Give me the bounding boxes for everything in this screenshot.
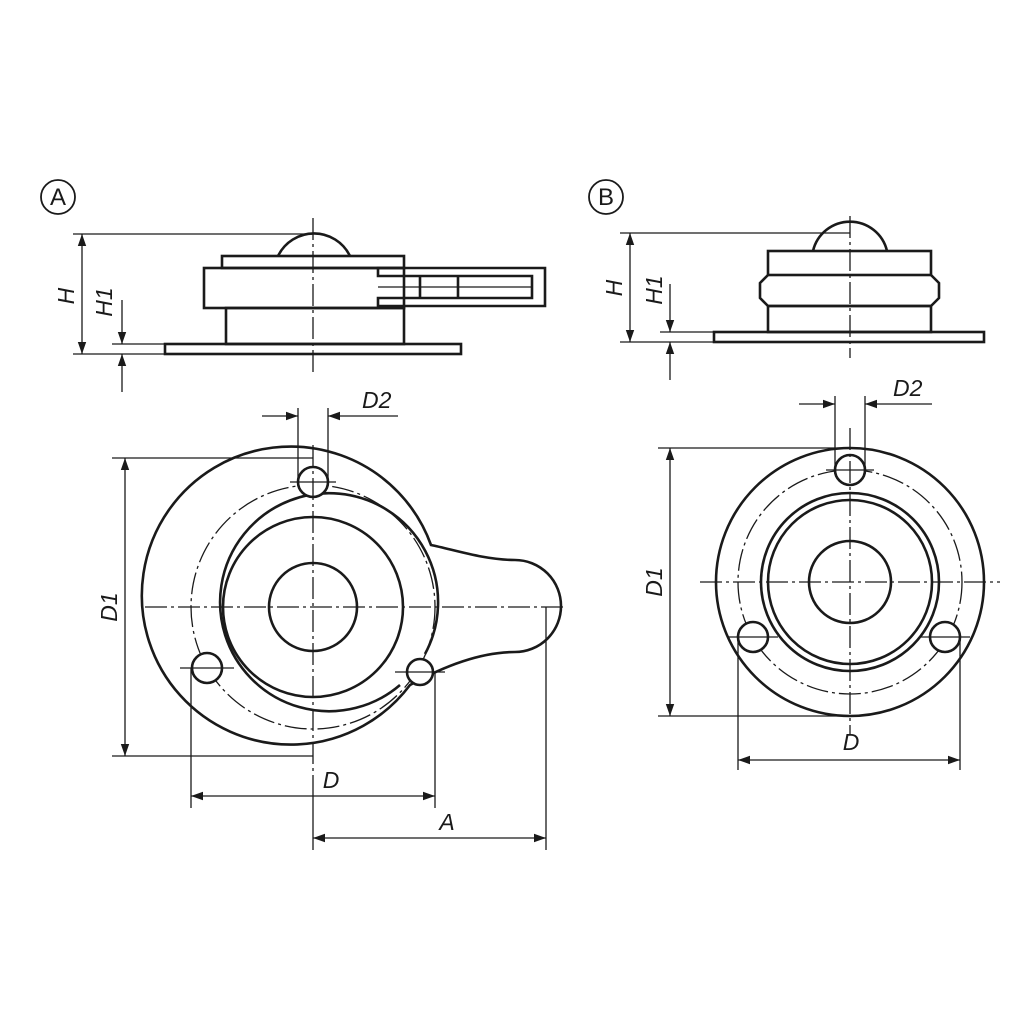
dim-a-D: D — [323, 767, 340, 793]
dim-a-H1: H1 — [91, 287, 117, 316]
dim-a-H: H — [53, 287, 79, 304]
view-b-side: B H H1 — [588, 179, 986, 380]
housing — [202, 266, 406, 310]
dim-a-D2: D2 — [362, 387, 392, 413]
view-b-label: B — [588, 179, 624, 215]
view-a-id: A — [50, 184, 66, 211]
dim-a-A: A — [437, 809, 454, 835]
dim-b-H: H — [601, 279, 627, 296]
flange-plate-b — [712, 330, 986, 344]
dim-a-D1: D1 — [96, 592, 122, 621]
dim-b-H1: H1 — [641, 275, 667, 304]
dim-b-D: D — [843, 729, 860, 755]
view-b-top: D2 D1 D — [641, 375, 1000, 770]
view-a-top: D2 D1 D A — [96, 387, 565, 850]
view-b-id: B — [598, 184, 614, 211]
ball-dome — [276, 232, 352, 257]
view-a-label: A — [40, 179, 76, 215]
housing-ring — [218, 491, 440, 713]
dim-b-D2: D2 — [893, 375, 923, 401]
lower-body — [224, 306, 406, 346]
view-a-side: A H H1 — [40, 179, 547, 392]
lever-arm — [376, 266, 547, 308]
dim-b-D1: D1 — [641, 567, 667, 596]
flange-outline — [140, 445, 563, 746]
